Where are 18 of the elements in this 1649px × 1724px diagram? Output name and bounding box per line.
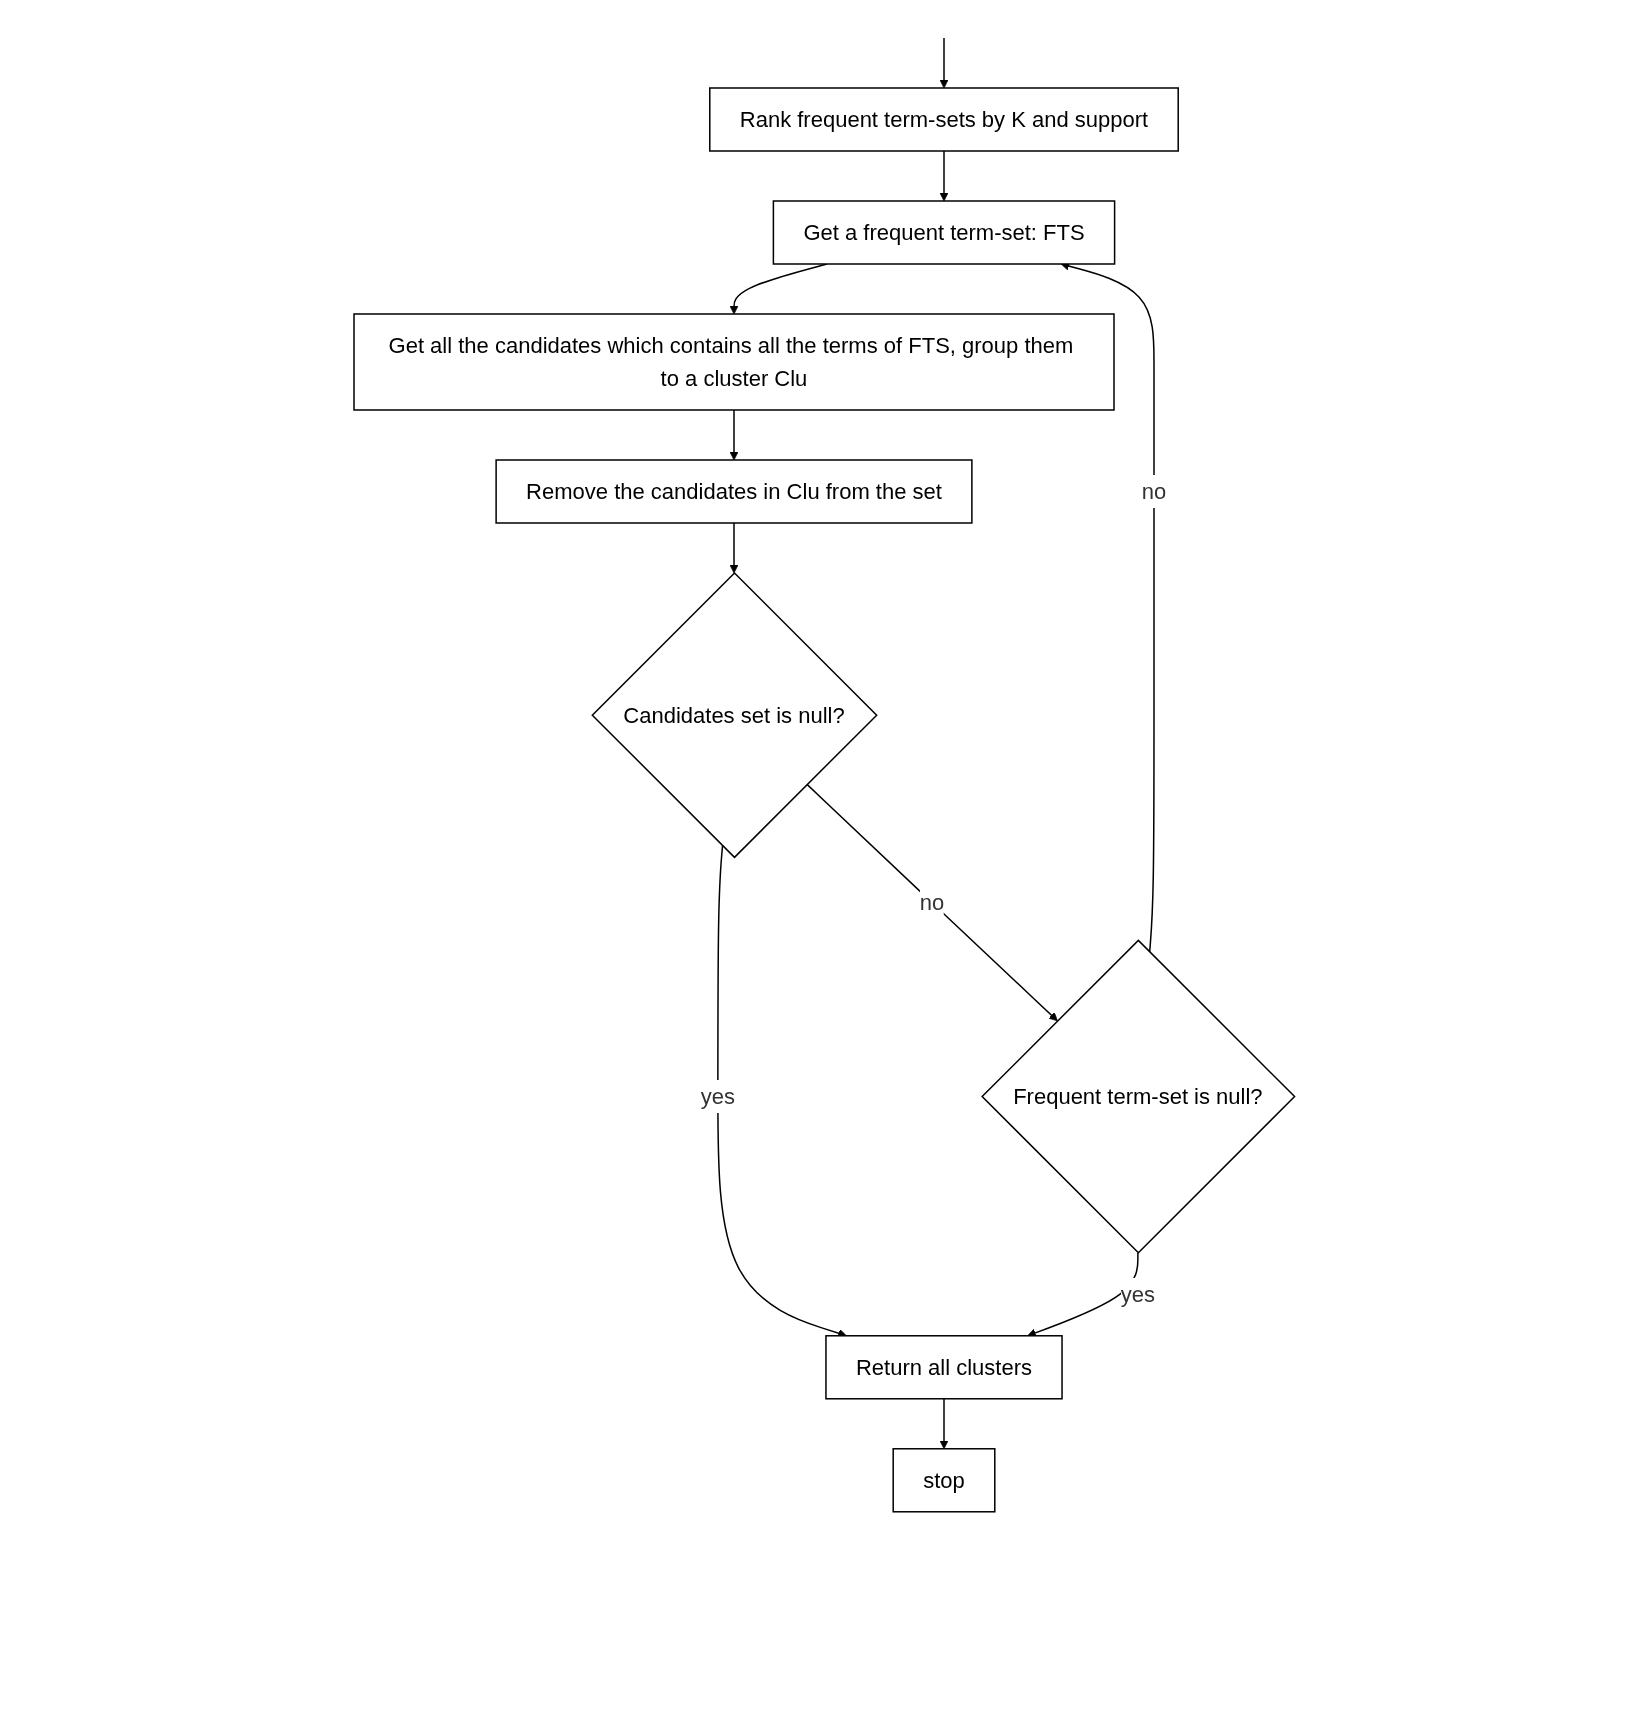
arrow bbox=[729, 522, 739, 574]
node-box: Get a frequent term-set: FTS bbox=[772, 200, 1116, 265]
node-box: Remove the candidates in Clu from the set bbox=[495, 459, 973, 524]
arrow bbox=[939, 150, 949, 202]
node-box: Return all clusters bbox=[825, 1335, 1063, 1400]
arrow bbox=[939, 37, 949, 89]
edge-label: yes bbox=[700, 1084, 736, 1110]
arrow bbox=[729, 409, 739, 461]
arrow bbox=[939, 1398, 949, 1450]
node-diamond: Candidates set is null? bbox=[591, 571, 878, 859]
node-box: Get all the candidates which contains all the terms of FTS, group them to a cluster Clu bbox=[353, 313, 1115, 411]
arrow bbox=[806, 783, 1058, 1022]
edge-label: no bbox=[1141, 479, 1167, 504]
node-box: stop bbox=[892, 1448, 996, 1513]
node-diamond: Frequent term-set is null? bbox=[981, 939, 1296, 1254]
edge-label: yes bbox=[1120, 1281, 1156, 1307]
node-box: Rank frequent term-sets by K and support bbox=[709, 87, 1180, 152]
edge-label: no bbox=[919, 890, 945, 916]
